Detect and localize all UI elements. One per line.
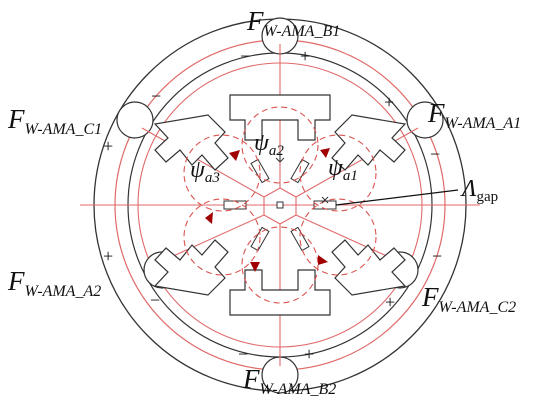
flux-path-a2: [241, 106, 319, 184]
center-marker: [276, 201, 284, 209]
flux-path-a3: [183, 134, 261, 212]
label-psi-a2: ψa2: [254, 130, 284, 159]
sign-a2-top: +: [103, 246, 113, 266]
tooth-bottom-right: [331, 239, 407, 296]
sign-c1-top: −: [151, 86, 161, 106]
magnet-upper-left: [250, 158, 270, 184]
label-fw-b2: FW-AMA_B2: [242, 364, 336, 398]
label-psi-a1: ψa1: [328, 155, 358, 184]
tooth-top-left: [153, 114, 229, 171]
lambda-gap-leader: [335, 189, 459, 206]
winding-circle-a2: [116, 101, 154, 139]
sign-c2-bottom: +: [385, 292, 395, 312]
sign-b1-left: −: [240, 46, 250, 66]
sign-b2-left: −: [238, 344, 248, 364]
label-lambda-gap: Λgap: [460, 176, 498, 205]
sign-b1-right: +: [300, 46, 310, 66]
flux-path-a1: [299, 134, 377, 212]
sign-c2-top: −: [432, 246, 442, 266]
sign-a1-bottom: −: [430, 144, 440, 164]
axis-markers: [275, 152, 329, 204]
flux-arrow-4: [250, 262, 260, 272]
label-fw-a2: FW-AMA_A2: [7, 266, 101, 300]
sign-a1-top: +: [384, 92, 394, 112]
label-fw-c1: FW-AMA_C1: [7, 104, 102, 138]
label-fw-a1: FW-AMA_A1: [427, 98, 521, 132]
tooth-bottom-left: [153, 239, 229, 296]
label-psi-a3: ψa3: [190, 157, 220, 186]
sign-b2-right: +: [304, 344, 314, 364]
tooth-bottom: [229, 269, 331, 316]
flux-path-a6: [299, 198, 377, 276]
label-fw-b1: FW-AMA_B1: [246, 6, 340, 40]
label-fw-c2: FW-AMA_C2: [421, 282, 516, 316]
stator-teeth: [153, 94, 407, 316]
flux-arrow-1: [320, 148, 330, 158]
polarity-signs: − + + − − + + − − + − +: [103, 46, 442, 364]
sign-a2-bottom: −: [150, 290, 160, 310]
flux-arrow-3: [205, 212, 213, 224]
flux-arrows: [205, 148, 330, 272]
flux-arrow-5: [318, 255, 328, 265]
tooth-top: [229, 94, 331, 141]
sign-c1-bottom: +: [103, 136, 113, 156]
flux-path-a4: [183, 198, 261, 276]
tooth-top-right: [331, 114, 407, 171]
flux-arrow-2: [229, 150, 240, 161]
